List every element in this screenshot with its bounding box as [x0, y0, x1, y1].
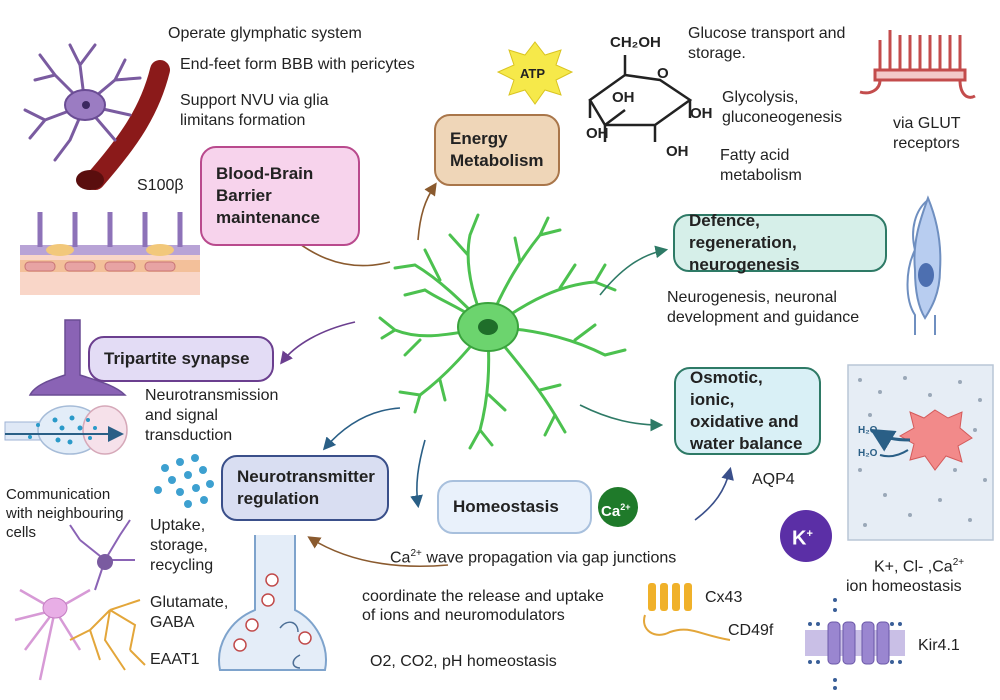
uptake-note-line3: recycling: [150, 557, 214, 574]
glut-receptor-icon: [859, 30, 976, 99]
glucose-note-line1: Glucose transport and: [688, 25, 846, 42]
ions-note-text: K+, Cl- ,Ca: [874, 558, 953, 576]
kir41-channel-icon: [805, 598, 905, 690]
glycolysis-note-line1: Glycolysis,: [722, 89, 799, 106]
h2o-top-label: H₂O: [858, 425, 878, 436]
arrow-to-energy: [417, 182, 437, 241]
nvu-note-line2: limitans formation: [180, 112, 306, 129]
calcium-badge-text: Ca: [601, 503, 621, 520]
fatty-acid-note-line2: metabolism: [720, 167, 802, 184]
fatty-acid-note-line1: Fatty acid: [720, 147, 790, 164]
communication-note-line3: cells: [6, 524, 37, 541]
atp-star-icon: [496, 41, 574, 105]
endfeet-note: End-feet form BBB with pericytes: [180, 56, 415, 73]
s100b-label: S100β: [137, 177, 184, 194]
coordinate-note-line1: coordinate the release and uptake: [362, 588, 604, 605]
oh-label-1: OH: [612, 89, 635, 106]
arrow-to-tripartite: [280, 321, 356, 365]
neighbouring-cells-icon: [14, 519, 146, 681]
potassium-badge-sup: +: [806, 528, 813, 540]
tripartite-synapse-box[interactable]: Tripartite synapse: [88, 336, 274, 382]
oh-label-2: OH: [690, 105, 713, 122]
coordinate-note-line2: of ions and neuromodulators: [362, 607, 565, 624]
osmotic-cell-panel: [847, 364, 994, 541]
potassium-badge-text: K: [792, 527, 807, 550]
synaptic-terminal-icon: [218, 535, 327, 671]
bbb-layers-icon: [20, 212, 200, 295]
arrow-homeostasis-to-osmotic: [694, 466, 734, 521]
uptake-note-line2: storage,: [150, 537, 208, 554]
astrocyte-blood-vessel-icon: [23, 43, 170, 190]
defence-regeneration-box[interactable]: Defence, regeneration, neurogenesis: [673, 211, 887, 274]
glutamate-note-line2: GABA: [150, 614, 195, 631]
h2o-bottom-label: H₂O: [858, 448, 878, 459]
glucose-molecule-icon: [588, 55, 693, 142]
arrow-to-defence: [599, 245, 669, 296]
arrow-to-nt-regulation: [322, 407, 401, 451]
oh-label-4: OH: [666, 143, 689, 160]
glymphatic-note: Operate glymphatic system: [168, 25, 362, 42]
neurotransmission-note-line3: transduction: [145, 427, 233, 444]
neurotransmission-note-line1: Neurotransmission: [145, 387, 279, 404]
ring-o-label: O: [657, 65, 669, 82]
glutamate-note-line1: Glutamate,: [150, 594, 229, 611]
uptake-note-line1: Uptake,: [150, 517, 206, 534]
astrocyte-nucleus-icon: [478, 319, 498, 335]
communication-note-line1: Communication: [6, 486, 111, 503]
calcium-badge-icon: [598, 487, 638, 527]
calcium-badge-label: Ca2+: [601, 497, 630, 522]
potassium-badge-icon: [780, 510, 832, 562]
neurogenesis-note-line2: development and guidance: [667, 309, 860, 326]
neurotransmitter-regulation-box[interactable]: Neurotransmitter regulation: [221, 455, 389, 521]
glycolysis-note-line2: gluconeogenesis: [722, 109, 843, 126]
astrocyte-cell-icon: [378, 213, 627, 450]
cx43-label: Cx43: [705, 589, 743, 606]
oh-label-3: OH: [586, 125, 609, 142]
connexin-cx43-icon: [643, 583, 731, 641]
bbb-maintenance-box[interactable]: Blood-Brain Barrier maintenance: [200, 146, 360, 246]
energy-metabolism-box[interactable]: Energy Metabolism: [434, 114, 560, 186]
osmotic-balance-box[interactable]: Osmotic, ionic, oxidative and water bala…: [674, 367, 821, 455]
o2-co2-note: O2, CO2, pH homeostasis: [370, 653, 557, 670]
glut-note-line1: via GLUT: [893, 115, 961, 132]
arrow-to-osmotic: [579, 404, 664, 432]
glut-note-line2: receptors: [893, 135, 960, 152]
ch2oh-label: CH₂OH: [610, 34, 661, 51]
neurogenesis-note-line1: Neurogenesis, neuronal: [667, 289, 837, 306]
arrow-homeostasis-to-nt: [307, 536, 449, 568]
cd49f-label: CD49f: [728, 622, 774, 639]
ca-wave-note: Ca2+ wave propagation via gap junctions: [390, 544, 676, 568]
nvu-note-line1: Support NVU via glia: [180, 92, 329, 109]
ions-note-line1: K+, Cl- ,Ca2+: [874, 553, 964, 577]
communication-note-line2: with neighbouring: [6, 505, 124, 522]
tripartite-synapse-icon: [4, 319, 128, 455]
ca-wave-sup: 2+: [410, 548, 422, 559]
ca-wave-ca: Ca: [390, 549, 411, 567]
ions-note-sup: 2+: [952, 557, 965, 568]
arrow-to-homeostasis: [410, 439, 426, 509]
atp-label: ATP: [520, 66, 546, 81]
neurotransmission-note-line2: and signal: [145, 407, 218, 424]
calcium-badge-sup: 2+: [620, 502, 631, 512]
neuron-cell-icon: [906, 195, 942, 335]
ca-wave-rest: wave propagation via gap junctions: [426, 549, 677, 567]
neurotransmitter-dots-icon: [154, 454, 214, 508]
ions-note-line2: ion homeostasis: [846, 578, 962, 595]
homeostasis-box[interactable]: Homeostasis: [437, 480, 592, 534]
eaat1-label: EAAT1: [150, 651, 200, 668]
glucose-note-line2: storage.: [688, 45, 746, 62]
aqp4-label: AQP4: [752, 471, 795, 488]
potassium-badge-label: K+: [792, 522, 813, 551]
kir41-label: Kir4.1: [918, 637, 960, 654]
